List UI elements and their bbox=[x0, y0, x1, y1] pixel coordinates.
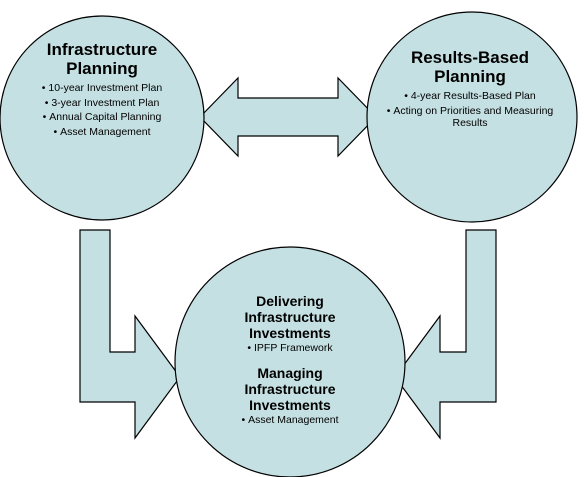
list-item: 10-year Investment Plan bbox=[22, 82, 182, 95]
bent-arrow-left bbox=[79, 229, 181, 440]
node-item-list: IPFP Framework bbox=[210, 342, 370, 355]
list-item: Asset Management bbox=[22, 126, 182, 139]
node-delivering-managing: Delivering Infrastructure Investments IP… bbox=[210, 293, 370, 428]
node-item-list: 10-year Investment Plan 3-year Investmen… bbox=[22, 82, 182, 138]
list-item: Acting on Priorities and Measuring Resul… bbox=[380, 105, 560, 130]
node-results-based-planning: Results-Based Planning 4-year Results-Ba… bbox=[380, 48, 560, 132]
list-item: Annual Capital Planning bbox=[22, 111, 182, 124]
node-title: Results-Based Planning bbox=[410, 48, 530, 86]
bottom-node-clip: Delivering Infrastructure Investments IP… bbox=[0, 0, 584, 438]
node-infrastructure-planning: Infrastructure Planning 10-year Investme… bbox=[22, 40, 182, 140]
list-item: 3-year Investment Plan bbox=[22, 97, 182, 110]
section-managing: Managing Infrastructure Investments Asse… bbox=[210, 365, 370, 427]
list-item: Asset Management bbox=[210, 414, 370, 427]
section-delivering: Delivering Infrastructure Investments IP… bbox=[210, 293, 370, 355]
bent-arrow-right bbox=[394, 229, 497, 440]
list-item: IPFP Framework bbox=[210, 342, 370, 355]
node-item-list: 4-year Results-Based Plan Acting on Prio… bbox=[380, 90, 560, 130]
list-item: 4-year Results-Based Plan bbox=[380, 90, 560, 103]
section-title: Delivering Infrastructure Investments bbox=[244, 293, 336, 341]
node-title: Infrastructure Planning bbox=[46, 40, 158, 78]
node-item-list: Asset Management bbox=[210, 414, 370, 427]
section-title: Managing Infrastructure Investments bbox=[244, 364, 336, 413]
